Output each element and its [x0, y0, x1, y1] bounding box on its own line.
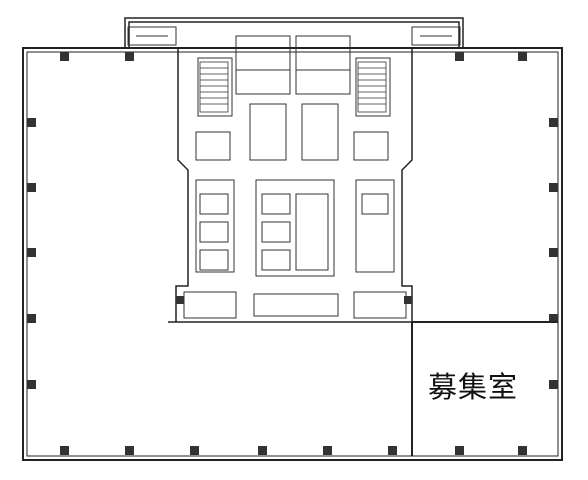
upper-core-rooms — [195, 35, 391, 161]
stair-right-top — [411, 26, 461, 46]
lower-core-rooms — [183, 291, 407, 319]
vacancy-label: 募集室 — [428, 370, 519, 404]
core-stairs — [199, 61, 387, 113]
elevator-banks — [195, 179, 395, 277]
stair-left-top — [127, 26, 177, 46]
structural-columns — [27, 52, 558, 455]
core-area — [168, 48, 413, 323]
north-wing — [124, 17, 464, 48]
available-unit[interactable] — [411, 321, 558, 456]
